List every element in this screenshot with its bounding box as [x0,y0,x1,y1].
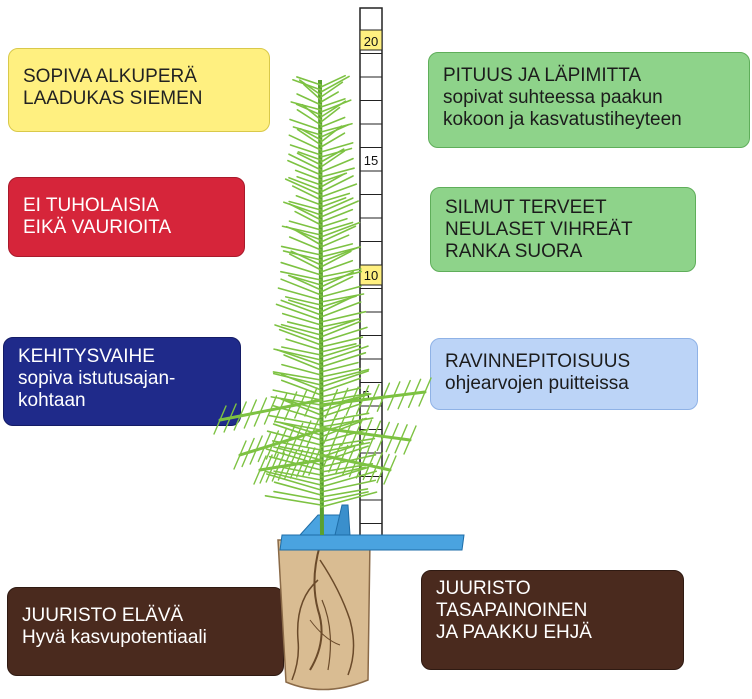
needle [321,92,338,102]
seedling [214,76,431,535]
needle [404,440,410,454]
needle [297,94,321,105]
needle [401,425,407,439]
needle [425,378,431,392]
needle [336,460,342,474]
needle [214,420,220,434]
needle [321,247,358,262]
needle [283,314,321,325]
ruler-label-15: 15 [364,153,378,168]
needle [384,470,390,484]
needle [410,426,416,440]
ruler-label-10: 10 [364,268,378,283]
label-line: sopiva istutusajan- [18,368,226,390]
label-line: EIKÄ VAURIOITA [23,217,230,239]
seedling-illustration: 20 15 10 5 [200,0,500,699]
needle [392,424,398,438]
label-line: kohtaan [18,390,226,412]
needle [286,179,321,195]
needle [290,119,321,130]
needle [300,80,321,95]
needle [277,350,321,365]
needle [321,261,352,272]
label-line: EI TUHOLAISIA [23,195,230,217]
needle [234,455,240,469]
needle [291,145,321,155]
needle [321,184,356,197]
needle [265,496,321,505]
root-plug [278,540,370,690]
label-line: KEHITYSVAIHE [18,346,226,368]
needle [390,456,396,470]
measuring-ruler: 20 15 10 5 [360,8,382,538]
needle [296,170,321,180]
needle [282,365,321,375]
needle [395,439,401,453]
ruler-label-20: 20 [364,34,378,49]
needle [386,438,392,452]
needle [321,312,365,322]
needle [254,470,260,484]
needle [383,422,389,436]
needle [383,455,389,469]
needle [278,288,321,300]
